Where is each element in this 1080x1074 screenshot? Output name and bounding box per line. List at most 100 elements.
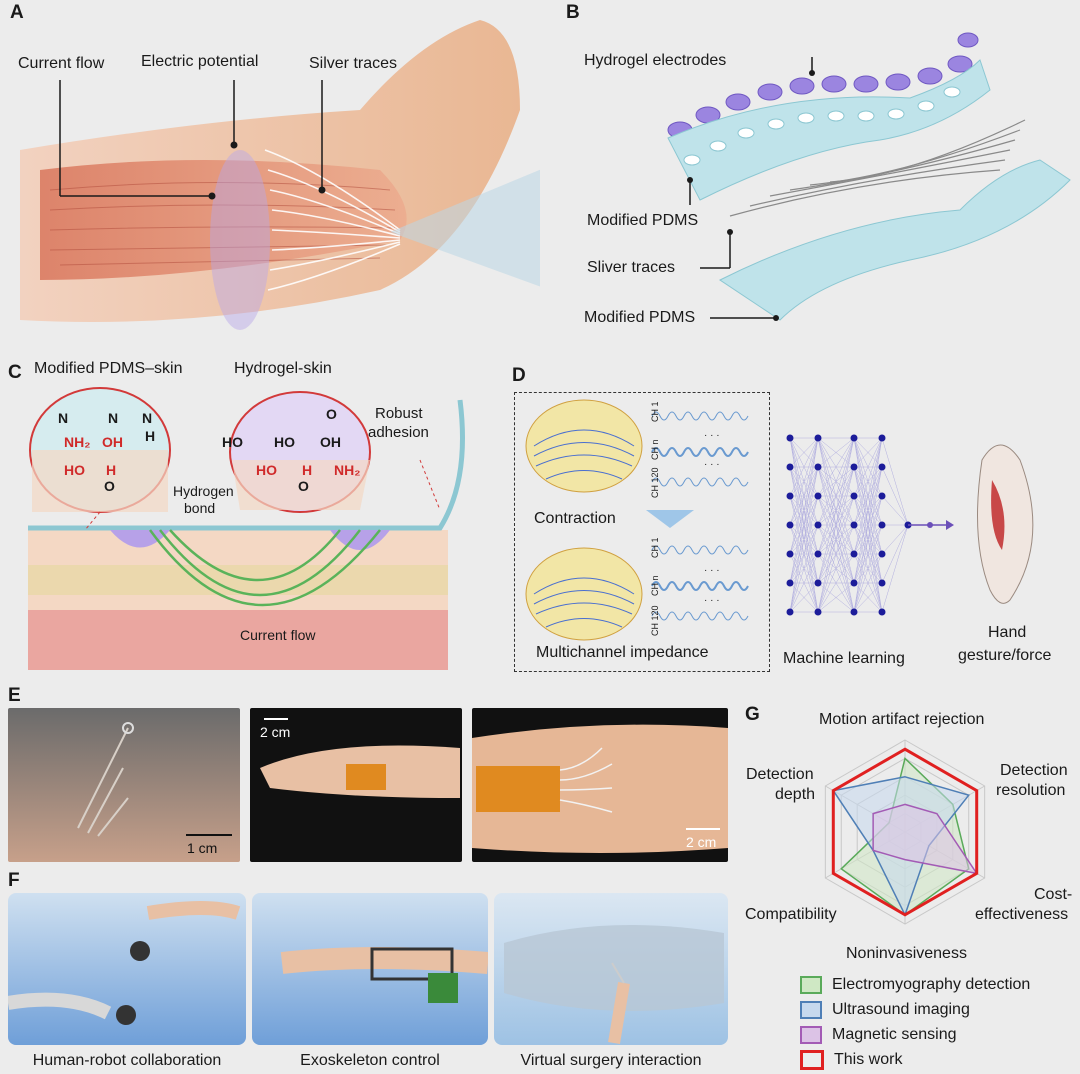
scale-text-1: 1 cm [187, 840, 218, 856]
legend-ultrasound: Ultrasound imaging [800, 999, 970, 1021]
label-modified-pdms-top: Modified PDMS [587, 212, 699, 229]
panel-label-c: C [8, 362, 22, 383]
nn-edge [817, 437, 855, 497]
nn-edge [881, 437, 909, 526]
nn-edge [817, 437, 855, 584]
legend-swatch-emg [800, 976, 822, 994]
nn-edge [881, 524, 909, 584]
nn-edge [789, 524, 819, 613]
panel-label-b: B [566, 2, 580, 23]
nn-node [878, 521, 886, 529]
panel-label-a: A [10, 2, 24, 23]
chem-n-1: N [58, 410, 69, 426]
legend-text-magnetic: Magnetic sensing [832, 1026, 957, 1043]
legend-emg: Electromyography detection [800, 974, 1030, 996]
impedance-maps [525, 399, 749, 641]
label-robust: Robust [375, 405, 423, 422]
label-chn-top: CH n [650, 439, 660, 460]
nn-edge [817, 582, 855, 613]
axis-label-detection-resolution-2: resolution [996, 782, 1066, 799]
label-silver-traces: Silver traces [309, 55, 398, 72]
nn-edge [789, 437, 819, 555]
nn-edge [789, 437, 819, 526]
label-contraction: Contraction [534, 510, 616, 527]
radar-chart [824, 739, 986, 925]
nn-edge [789, 437, 819, 497]
nn-node [878, 492, 886, 500]
label-adhesion: adhesion [368, 424, 429, 441]
nn-edge [817, 553, 855, 613]
nn-edge [853, 437, 883, 584]
legend-text-emg: Electromyography detection [832, 976, 1031, 993]
label-gesture-force: gesture/force [958, 647, 1052, 664]
scene-virtual-surgery [494, 893, 728, 1045]
axis-label-detection-resolution-1: Detection [1000, 762, 1068, 779]
label-ch120-bottom: CH 120 [650, 605, 660, 636]
axis-label-compatibility: Compatibility [745, 906, 837, 923]
nn-node [814, 463, 822, 471]
photo-device-closeup: 1 cm [8, 708, 240, 862]
legend-swatch-magnetic [800, 1026, 822, 1044]
nn-edge [853, 553, 883, 613]
scalebar-1 [186, 834, 232, 836]
nn-node [786, 434, 794, 442]
radar-series-2 [872, 803, 979, 875]
chem-o-eq: O [326, 406, 337, 422]
nn-edge [789, 437, 819, 613]
nn-edge [853, 437, 883, 555]
nn-node [878, 608, 886, 616]
nn-node [786, 608, 794, 616]
nn-edge [853, 437, 883, 613]
legend-text-this-work: This work [834, 1051, 903, 1068]
photo-device-on-hand: 2 cm [250, 708, 462, 862]
nn-edge [817, 495, 855, 613]
panel-label-f: F [8, 870, 20, 891]
dots-top-1: · · · [704, 430, 720, 441]
label-current-flow-c: Current flow [240, 627, 316, 643]
nn-node [786, 521, 794, 529]
label-machine-learning: Machine learning [783, 650, 905, 667]
nn-edge [789, 437, 819, 584]
label-bond: bond [184, 500, 216, 516]
nn-edge [881, 524, 909, 613]
dots-bottom-2: · · · [704, 595, 720, 606]
label-pdms-skin: Modified PDMS–skin [34, 360, 183, 377]
label-sliver-traces: Sliver traces [587, 259, 676, 276]
label-current-flow: Current flow [18, 55, 105, 72]
nn-edge [817, 524, 855, 613]
legend-this-work: This work [800, 1049, 902, 1071]
label-ch1-top: CH 1 [650, 401, 660, 422]
nn-edge [853, 495, 883, 613]
nn-edge [789, 553, 819, 613]
nn-node [850, 434, 858, 442]
axis-label-cost-2: effectiveness [975, 906, 1069, 923]
label-modified-pdms-bottom: Modified PDMS [584, 309, 696, 326]
nn-node [878, 463, 886, 471]
arm-illustration [20, 20, 540, 330]
nn-edge [817, 437, 855, 613]
chem-h: H [145, 428, 156, 444]
caption-exoskeleton: Exoskeleton control [300, 1052, 440, 1069]
scalebar-2 [264, 718, 288, 720]
scalebar-3 [686, 828, 720, 830]
chem-o-1: O [104, 478, 115, 494]
chem-ho-1: HO [64, 462, 85, 478]
photo-device-on-forearm: 2 cm [472, 708, 728, 862]
label-hydrogel-electrodes: Hydrogel electrodes [584, 52, 727, 69]
nn-node [878, 579, 886, 587]
nn-node [786, 579, 794, 587]
legend-magnetic: Magnetic sensing [800, 1024, 957, 1046]
nn-node [814, 434, 822, 442]
axis-label-detection-depth-2: depth [775, 786, 816, 803]
nn-edge [817, 437, 855, 526]
axis-label-detection-depth-1: Detection [746, 766, 814, 783]
skin-interface-diagram [28, 387, 465, 670]
chem-nh2-1: NH₂ [64, 434, 91, 450]
label-multichannel: Multichannel impedance [536, 644, 709, 661]
chem-oh-2: OH [320, 434, 341, 450]
nn-node [850, 550, 858, 558]
scene-human-robot [8, 893, 246, 1045]
chem-o-2: O [298, 478, 309, 494]
chem-ho-2: HO [222, 434, 243, 450]
caption-virtual-surgery: Virtual surgery interaction [520, 1052, 702, 1069]
